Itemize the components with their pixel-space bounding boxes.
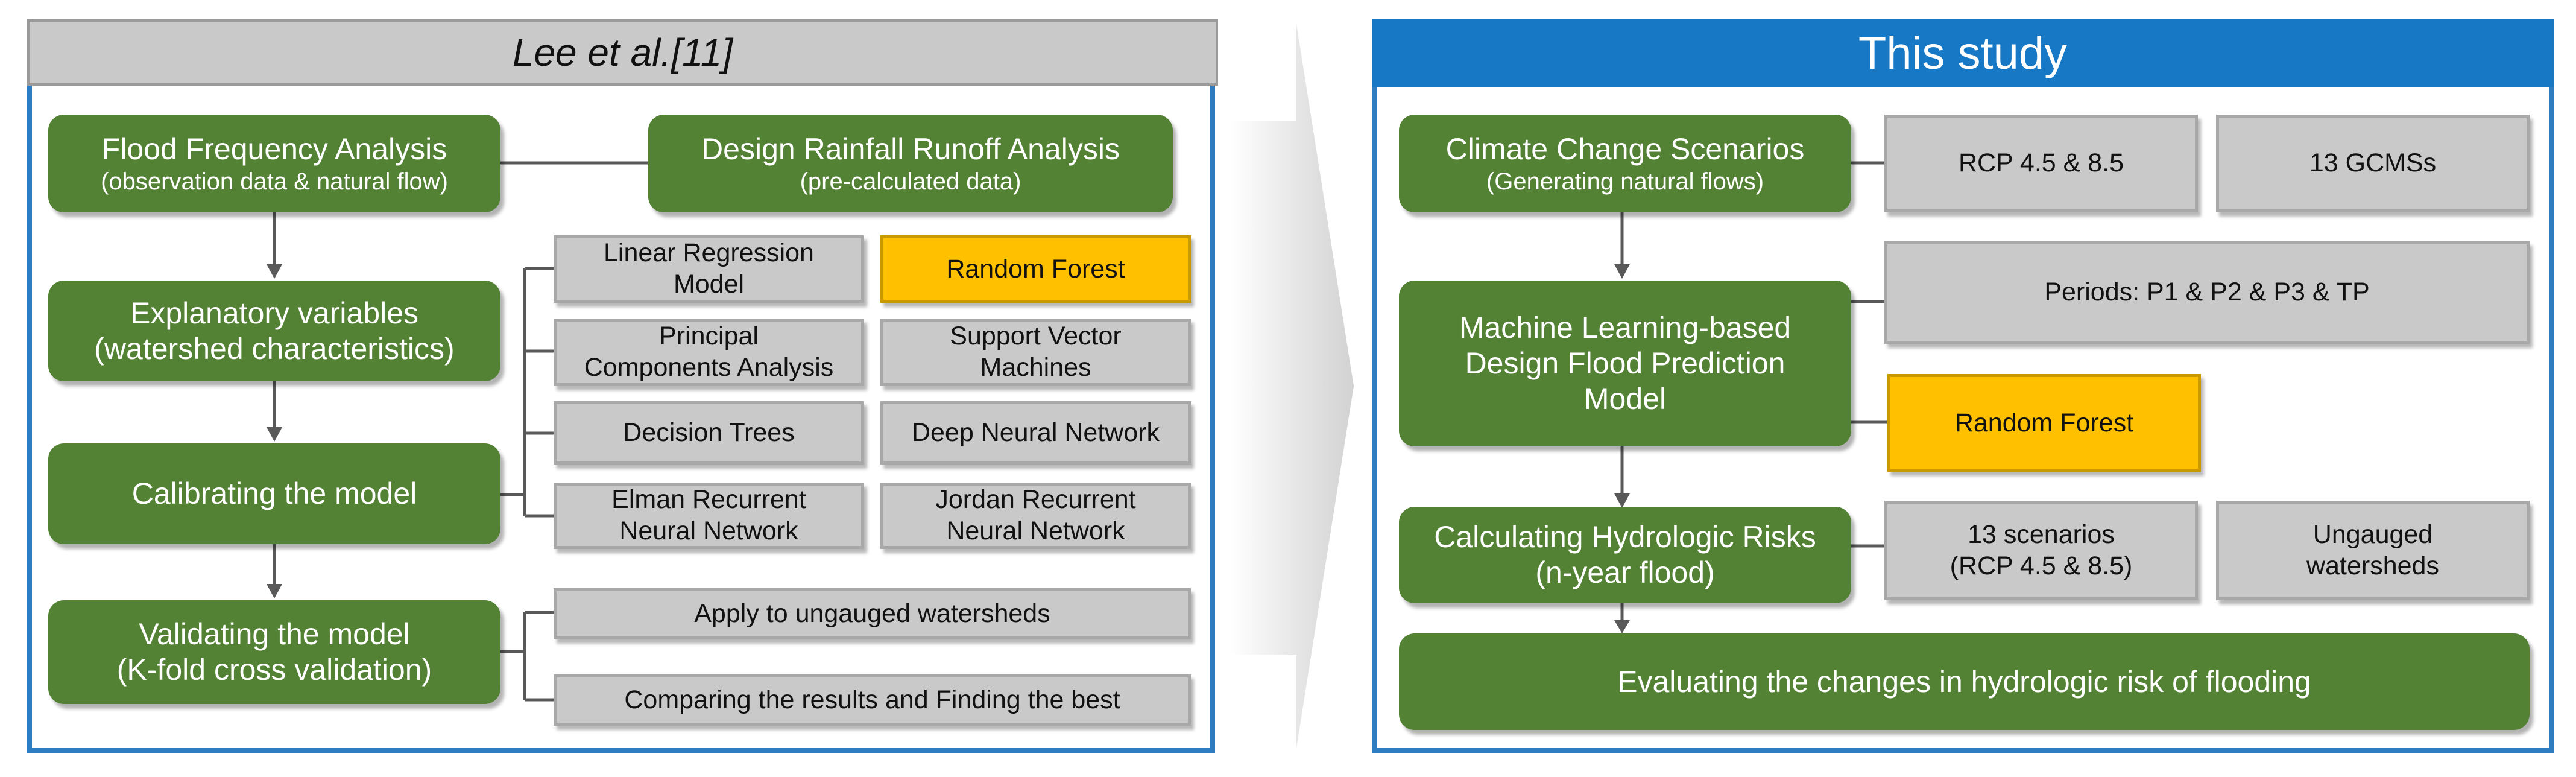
elman-line1: Elman Recurrent (611, 485, 806, 515)
hydrologic-risks-box: Calculating Hydrologic Risks (n-year flo… (1399, 507, 1851, 603)
jordan-line1: Jordan Recurrent (935, 485, 1136, 515)
pca-line2: Components Analysis (584, 353, 834, 382)
dnn-box: Deep Neural Network (880, 401, 1191, 465)
svm-line2: Machines (980, 353, 1091, 382)
linear-regression-box: Linear Regression Model (554, 235, 864, 303)
climate-change-box: Climate Change Scenarios (Generating nat… (1399, 115, 1851, 212)
pca-box: Principal Components Analysis (554, 319, 864, 386)
flood-frequency-subtitle: (observation data & natural flow) (101, 168, 448, 195)
periods-box: Periods: P1 & P2 & P3 & TP (1884, 241, 2530, 344)
jordan-rnn-box: Jordan Recurrent Neural Network (880, 483, 1191, 549)
ungauged-box: Ungauged watersheds (2216, 501, 2530, 600)
svm-line1: Support Vector (950, 322, 1122, 351)
gcms-label: 13 GCMSs (2309, 148, 2437, 178)
linear-regression-line1: Linear Regression (604, 238, 814, 268)
flood-frequency-title: Flood Frequency Analysis (101, 132, 447, 166)
explanatory-subtitle: (watershed characteristics) (94, 331, 455, 366)
dnn-label: Deep Neural Network (911, 417, 1160, 447)
calibrating-title: Calibrating the model (131, 477, 417, 510)
scenarios-box: 13 scenarios (RCP 4.5 & 8.5) (1884, 501, 2198, 600)
climate-subtitle: (Generating natural flows) (1486, 168, 1764, 195)
elman-rnn-box: Elman Recurrent Neural Network (554, 483, 864, 549)
jordan-line2: Neural Network (946, 516, 1125, 545)
right-header: This study (1372, 19, 2554, 87)
ml-model-box: Machine Learning-based Design Flood Pred… (1399, 281, 1851, 446)
evaluating-box: Evaluating the changes in hydrologic ris… (1399, 633, 2530, 730)
explanatory-title: Explanatory variables (130, 296, 419, 330)
decision-trees-label: Decision Trees (623, 417, 795, 447)
linear-regression-line2: Model (673, 270, 745, 299)
elman-line2: Neural Network (619, 516, 798, 545)
rcp-label: RCP 4.5 & 8.5 (1958, 148, 2124, 178)
rcp-box: RCP 4.5 & 8.5 (1884, 115, 2198, 212)
scenarios-line1: 13 scenarios (1968, 519, 2115, 549)
design-rainfall-title: Design Rainfall Runoff Analysis (701, 132, 1120, 166)
apply-ungauged-label: Apply to ungauged watersheds (694, 598, 1050, 628)
decision-trees-box: Decision Trees (554, 401, 864, 465)
design-rainfall-box: Design Rainfall Runoff Analysis (pre-cal… (648, 115, 1173, 212)
design-rainfall-subtitle: (pre-calculated data) (800, 168, 1021, 195)
apply-ungauged-box: Apply to ungauged watersheds (554, 588, 1191, 639)
random-forest-box-left: Random Forest (880, 235, 1191, 303)
pca-line1: Principal (659, 322, 759, 351)
ungauged-line2: watersheds (2306, 551, 2439, 580)
validating-subtitle: (K-fold cross validation) (116, 653, 432, 687)
ml-model-line2: Design Flood Prediction (1465, 346, 1785, 380)
validating-title: Validating the model (139, 617, 410, 651)
random-forest-box-right: Random Forest (1887, 374, 2201, 472)
validating-box: Validating the model (K-fold cross valid… (48, 600, 500, 704)
calibrating-box: Calibrating the model (48, 443, 500, 544)
ml-model-line1: Machine Learning-based (1459, 311, 1792, 344)
random-forest-label-right: Random Forest (1954, 408, 2134, 437)
hydrologic-title: Calculating Hydrologic Risks (1434, 520, 1816, 554)
left-header: Lee et al.[11] (27, 19, 1218, 86)
evaluating-title: Evaluating the changes in hydrologic ris… (1617, 664, 2311, 699)
scenarios-line2: (RCP 4.5 & 8.5) (1949, 551, 2133, 580)
compare-results-box: Comparing the results and Finding the be… (554, 674, 1191, 726)
random-forest-label-left: Random Forest (946, 254, 1125, 284)
compare-results-label: Comparing the results and Finding the be… (624, 685, 1120, 714)
svm-box: Support Vector Machines (880, 319, 1191, 386)
gcms-box: 13 GCMSs (2216, 115, 2530, 212)
flood-frequency-box: Flood Frequency Analysis (observation da… (48, 115, 500, 212)
ml-model-line3: Model (1583, 382, 1667, 416)
hydrologic-subtitle: (n-year flood) (1535, 556, 1715, 589)
ungauged-line1: Ungauged (2312, 519, 2433, 549)
climate-title: Climate Change Scenarios (1445, 132, 1805, 166)
periods-label: Periods: P1 & P2 & P3 & TP (2044, 278, 2370, 307)
explanatory-variables-box: Explanatory variables (watershed charact… (48, 281, 500, 381)
